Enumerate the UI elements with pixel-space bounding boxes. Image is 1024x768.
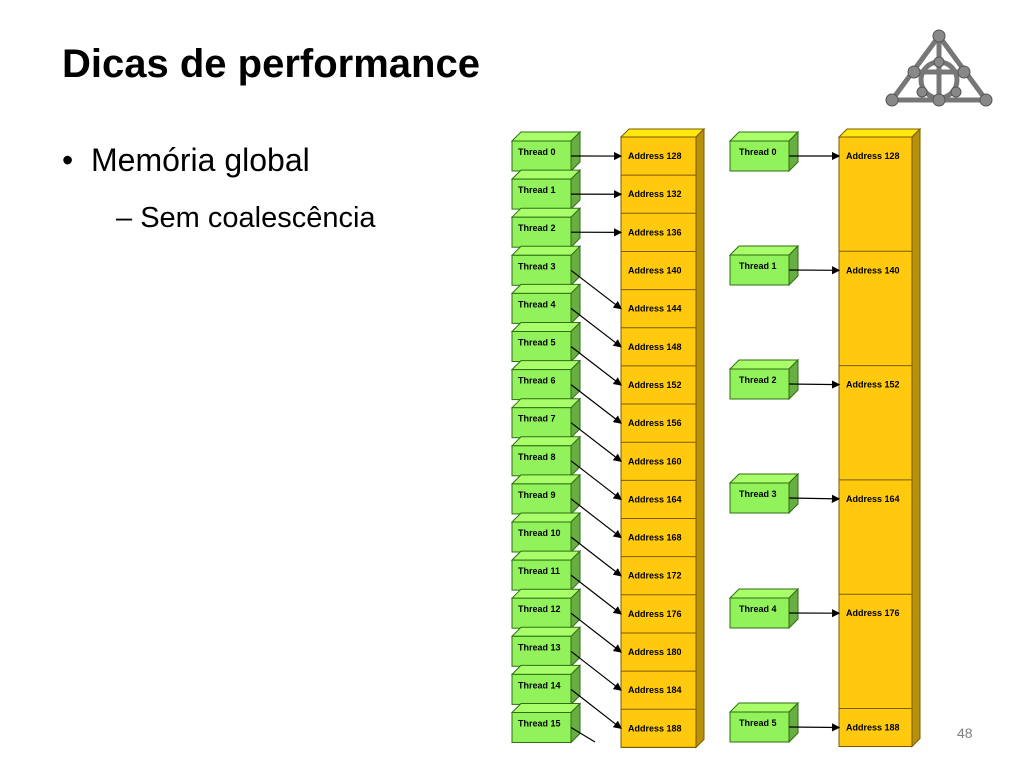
left-thread-box — [510, 511, 582, 554]
left-thread-label: Thread 12 — [518, 604, 561, 614]
left-address-label: Address 160 — [628, 456, 682, 466]
left-thread-label: Thread 5 — [518, 338, 556, 348]
right-thread-box — [728, 358, 800, 401]
left-thread-label: Thread 3 — [518, 261, 556, 271]
left-thread-box — [510, 397, 582, 439]
left-address-label: Address 128 — [628, 151, 682, 161]
right-thread-label: Thread 3 — [739, 489, 777, 499]
triangle-molecule-logo-icon — [885, 29, 993, 107]
right-address-label: Address 140 — [846, 265, 900, 275]
left-thread-box — [510, 664, 582, 706]
left-thread-arrow — [570, 650, 622, 691]
sub-bullet-text: Sem coalescência — [140, 202, 376, 234]
right-address-label: Address 128 — [846, 151, 900, 161]
left-thread-label: Thread 4 — [518, 299, 556, 309]
left-thread-label: Thread 11 — [518, 566, 560, 576]
left-address-label: Address 188 — [628, 723, 682, 733]
right-address-column — [837, 127, 922, 748]
right-address-label: Address 152 — [846, 380, 900, 390]
left-thread-box — [510, 549, 582, 592]
left-thread-label: Thread 1 — [518, 185, 556, 195]
left-address-label: Address 140 — [628, 266, 682, 276]
left-thread-arrow — [570, 384, 622, 424]
left-thread-arrow — [570, 422, 622, 463]
left-thread-box — [510, 130, 582, 173]
left-thread-arrow — [570, 612, 622, 653]
left-thread-arrow-offscreen — [570, 726, 596, 743]
right-thread-box — [728, 130, 800, 173]
left-thread-label: Thread 2 — [518, 223, 556, 233]
right-thread-box — [728, 244, 800, 287]
left-thread-arrow — [570, 269, 622, 310]
right-thread-label: Thread 0 — [739, 147, 777, 157]
left-address-label: Address 180 — [628, 647, 682, 657]
left-thread-arrow — [570, 574, 622, 615]
left-address-label: Address 176 — [628, 609, 682, 619]
left-thread-label: Thread 9 — [518, 490, 556, 500]
left-thread-label: Thread 7 — [518, 414, 556, 424]
slide-title: Dicas de performance — [62, 42, 480, 86]
left-address-label: Address 164 — [628, 494, 682, 504]
right-thread-label: Thread 2 — [739, 375, 777, 385]
left-address-label: Address 152 — [628, 380, 682, 390]
left-thread-arrow — [570, 688, 622, 730]
bullet-dot: • — [62, 142, 91, 178]
right-thread-label: Thread 5 — [739, 718, 777, 728]
left-thread-label: Thread 14 — [518, 680, 561, 690]
left-thread-arrow — [570, 460, 622, 501]
left-address-label: Address 136 — [628, 227, 682, 237]
page-number: 48 — [957, 725, 973, 741]
left-address-label: Address 132 — [628, 189, 682, 199]
left-thread-box — [510, 206, 582, 249]
left-address-label: Address 172 — [628, 571, 682, 581]
right-address-label: Address 188 — [846, 723, 900, 733]
left-thread-box — [510, 473, 582, 516]
left-thread-arrow — [570, 346, 622, 386]
right-thread-label: Thread 4 — [739, 604, 777, 614]
left-address-label: Address 148 — [628, 342, 682, 352]
right-thread-box — [728, 472, 800, 515]
left-thread-label: Thread 15 — [518, 719, 561, 729]
left-address-label: Address 184 — [628, 685, 682, 695]
left-thread-arrow — [570, 498, 622, 539]
left-thread-box — [510, 168, 582, 211]
left-thread-box — [510, 626, 582, 668]
right-thread-arrow — [788, 494, 841, 503]
left-address-label: Address 168 — [628, 533, 682, 543]
bullet-memoria-global: • Memória global — [62, 142, 310, 179]
left-thread-box — [510, 245, 582, 287]
left-thread-label: Thread 6 — [518, 376, 556, 386]
left-address-label: Address 144 — [628, 304, 682, 314]
left-thread-box — [510, 702, 582, 744]
left-thread-label: Thread 13 — [518, 642, 561, 652]
left-thread-label: Thread 0 — [518, 147, 556, 157]
sub-bullet-sem-coalescencia: – Sem coalescência — [116, 202, 376, 235]
left-thread-arrow — [570, 307, 622, 348]
right-address-label: Address 164 — [846, 494, 900, 504]
right-thread-arrow — [788, 723, 841, 732]
right-thread-arrow — [788, 380, 841, 389]
right-thread-label: Thread 1 — [739, 261, 777, 271]
right-thread-box — [728, 587, 800, 630]
sub-bullet-dash: – — [116, 202, 133, 234]
left-address-label: Address 156 — [628, 418, 682, 428]
right-address-label: Address 176 — [846, 608, 900, 618]
left-thread-arrow — [570, 536, 622, 577]
left-thread-label: Thread 10 — [518, 528, 561, 538]
left-thread-label: Thread 8 — [518, 452, 556, 462]
bullet-text: Memória global — [90, 142, 310, 178]
